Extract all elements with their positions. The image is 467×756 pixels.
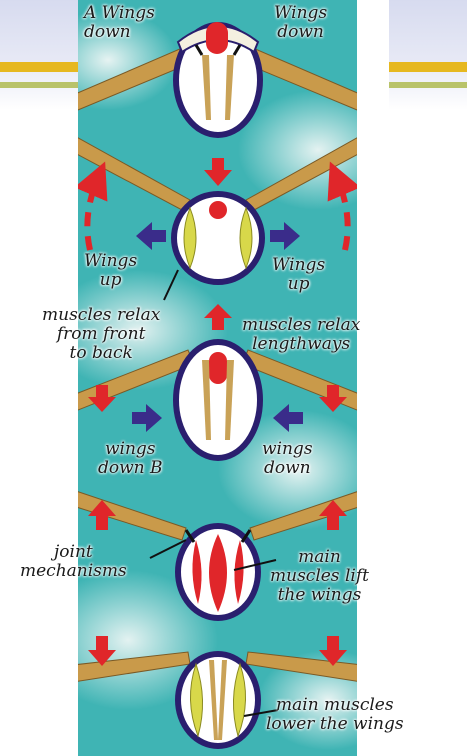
arrow-left-in bbox=[132, 404, 162, 432]
main-muscle bbox=[206, 22, 228, 54]
background-page-fragment bbox=[389, 0, 467, 110]
left-margin bbox=[0, 0, 78, 756]
label-wings-down-b: wings down B bbox=[98, 440, 163, 478]
decorative-stripe bbox=[389, 82, 467, 88]
label-joint-mechanisms: joint mechanisms bbox=[20, 543, 127, 581]
arrow-right bbox=[270, 222, 300, 250]
up-arrow bbox=[204, 304, 232, 330]
curved-arrow-right bbox=[337, 178, 348, 250]
left-wing bbox=[78, 135, 190, 210]
right-wing bbox=[246, 135, 357, 210]
main-muscle bbox=[209, 352, 227, 384]
background-page-fragment bbox=[0, 0, 78, 110]
label-main-muscles-lift: main muscles lift the wings bbox=[270, 548, 369, 605]
label-wings-down-right: wings down bbox=[262, 440, 313, 478]
label-wings-down-top-right: Wings down bbox=[274, 4, 327, 42]
label-wings-up-right: Wings up bbox=[272, 256, 325, 294]
right-margin bbox=[389, 0, 467, 756]
label-main-muscles-lower: main muscles lower the wings bbox=[266, 696, 404, 734]
down-arrow bbox=[204, 158, 232, 186]
curved-arrow-left bbox=[87, 178, 98, 250]
label-muscles-relax-front-back: muscles relax from front to back bbox=[42, 306, 160, 363]
decorative-stripe bbox=[0, 62, 78, 72]
diagram-graphics bbox=[78, 0, 357, 756]
main-muscle bbox=[209, 201, 227, 219]
pointer-line bbox=[164, 270, 178, 300]
decorative-stripe bbox=[0, 82, 78, 88]
label-a-wings-down: A Wings down bbox=[84, 4, 155, 42]
decorative-stripe bbox=[389, 62, 467, 72]
arrow-left bbox=[136, 222, 166, 250]
label-muscles-relax-lengthways: muscles relax lengthways bbox=[242, 316, 360, 354]
insect-flight-diagram: A Wings down Wings down Wings up Wings u… bbox=[78, 0, 357, 756]
arrow-right-in bbox=[273, 404, 303, 432]
stage-2-wings-up bbox=[78, 135, 357, 330]
label-wings-up-left: Wings up bbox=[84, 252, 137, 290]
